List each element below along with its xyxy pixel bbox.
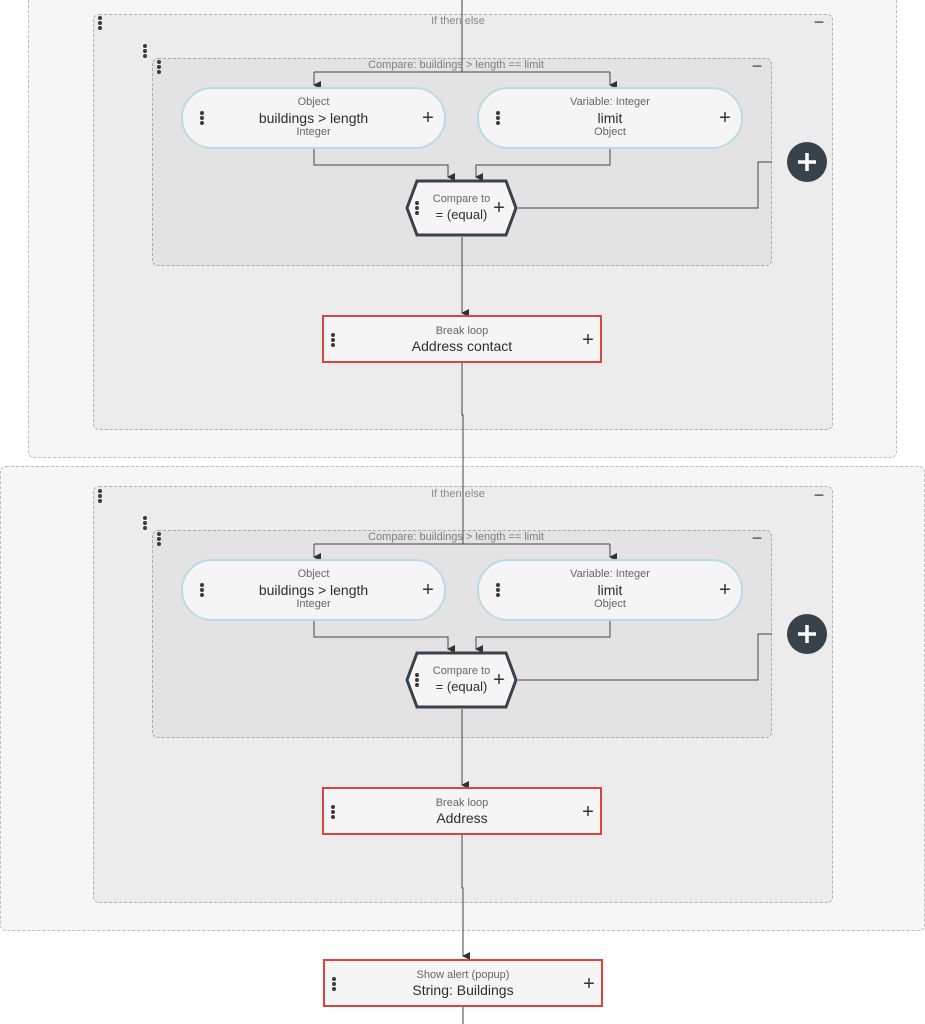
plus-icon — [798, 153, 816, 171]
node-kind: Object — [297, 568, 330, 580]
compare-node[interactable]: Compare to = (equal) + — [405, 651, 518, 709]
drag-handle-icon[interactable] — [197, 111, 207, 125]
drag-handle-icon[interactable] — [412, 673, 422, 687]
drag-handle-icon[interactable] — [154, 532, 164, 546]
drag-handle-icon[interactable] — [493, 583, 503, 597]
variable-node[interactable]: Variable: Integer limit Object + — [477, 87, 743, 149]
node-value: limit — [597, 582, 623, 598]
object-node[interactable]: Object buildings > length Integer + — [181, 87, 446, 149]
add-icon[interactable]: + — [582, 329, 594, 351]
drag-handle-icon[interactable] — [493, 111, 503, 125]
add-condition-button[interactable] — [787, 142, 827, 182]
node-kind: Compare to — [432, 193, 491, 205]
hexagon-shape — [405, 651, 518, 709]
drag-handle-icon[interactable] — [95, 16, 105, 30]
add-condition-button[interactable] — [787, 614, 827, 654]
break-loop-node[interactable]: Break loop Address contact + — [322, 315, 602, 363]
compare-label: Compare: buildings > length == limit — [368, 531, 544, 543]
node-kind: Compare to — [432, 665, 491, 677]
plus-icon — [798, 625, 816, 643]
node-kind: Break loop — [435, 325, 489, 337]
node-type: Object — [594, 126, 626, 138]
add-icon[interactable]: + — [719, 579, 731, 601]
object-node[interactable]: Object buildings > length Integer + — [181, 559, 446, 621]
node-value: = (equal) — [435, 679, 488, 694]
show-alert-node[interactable]: Show alert (popup) String: Buildings + — [323, 959, 603, 1007]
compare-node[interactable]: Compare to = (equal) + — [405, 179, 518, 237]
node-value: limit — [597, 110, 623, 126]
drag-handle-icon[interactable] — [328, 333, 338, 347]
hexagon-shape — [405, 179, 518, 237]
node-value: = (equal) — [435, 207, 488, 222]
drag-handle-icon[interactable] — [95, 489, 105, 503]
if-then-else-label: If then else — [431, 15, 485, 27]
node-value: Address — [436, 810, 488, 826]
add-icon[interactable]: + — [583, 973, 595, 995]
drag-handle-icon[interactable] — [154, 60, 164, 74]
node-type: Object — [594, 598, 626, 610]
node-value: buildings > length — [258, 582, 369, 598]
node-kind: Object — [297, 96, 330, 108]
node-value: buildings > length — [258, 110, 369, 126]
drag-handle-icon[interactable] — [140, 44, 150, 58]
node-kind: Variable: Integer — [570, 568, 650, 580]
add-icon[interactable]: + — [493, 197, 505, 219]
compare-label: Compare: buildings > length == limit — [368, 59, 544, 71]
drag-handle-icon[interactable] — [140, 516, 150, 530]
drag-handle-icon[interactable] — [197, 583, 207, 597]
node-kind: Show alert (popup) — [416, 969, 510, 981]
drag-handle-icon[interactable] — [412, 201, 422, 215]
add-icon[interactable]: + — [582, 801, 594, 823]
collapse-icon[interactable]: − — [813, 12, 825, 32]
node-value: String: Buildings — [412, 982, 514, 998]
add-icon[interactable]: + — [493, 669, 505, 691]
drag-handle-icon[interactable] — [329, 977, 339, 991]
drag-handle-icon[interactable] — [328, 805, 338, 819]
break-loop-node[interactable]: Break loop Address + — [322, 787, 602, 835]
collapse-icon[interactable]: − — [751, 528, 763, 548]
collapse-icon[interactable]: − — [751, 56, 763, 76]
if-then-else-label: If then else — [431, 488, 485, 500]
node-type: Integer — [296, 126, 331, 138]
variable-node[interactable]: Variable: Integer limit Object + — [477, 559, 743, 621]
node-value: Address contact — [411, 338, 513, 354]
add-icon[interactable]: + — [422, 107, 434, 129]
add-icon[interactable]: + — [422, 579, 434, 601]
node-type: Integer — [296, 598, 331, 610]
node-kind: Variable: Integer — [570, 96, 650, 108]
add-icon[interactable]: + — [719, 107, 731, 129]
collapse-icon[interactable]: − — [813, 485, 825, 505]
node-kind: Break loop — [435, 797, 489, 809]
